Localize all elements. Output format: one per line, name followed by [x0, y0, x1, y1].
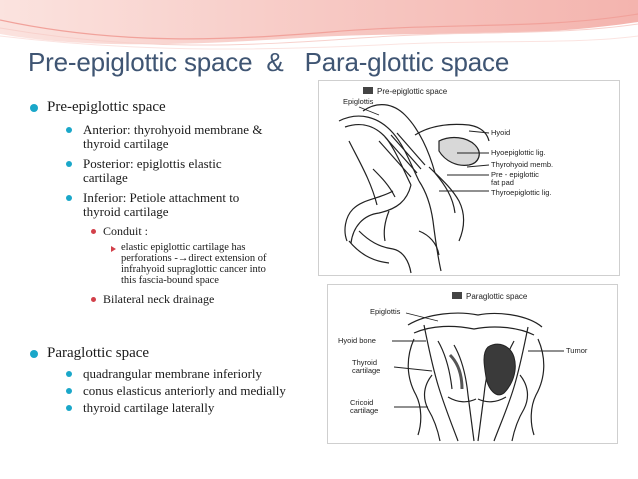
bottom-caption: Paraglottic space: [466, 292, 528, 301]
anterior-line-1: Anterior: thyrohyoid membrane &: [83, 122, 263, 137]
leader-lines: [358, 106, 490, 192]
bullet-icon: [30, 104, 38, 112]
top-caption: Pre-epiglottic space: [377, 87, 448, 96]
posterior-line-1: Posterior: epiglottis elastic: [83, 156, 222, 171]
slide-title: Pre-epiglottic space & Para-glottic spac…: [28, 47, 510, 77]
label-hyoid: Hyoid: [491, 128, 510, 137]
bullet-icon: [66, 161, 72, 167]
anterior-line-2: thyroid cartilage: [83, 136, 169, 151]
bullet-icon: [91, 297, 96, 302]
paraglottic-heading: Paraglottic space: [47, 345, 150, 361]
bullet-icon: [66, 195, 72, 201]
tumor-region-icon: [483, 343, 516, 396]
bottom-figure-labels: Epiglottis Hyoid bone Tumor Thyroid cart…: [338, 307, 588, 415]
conduit-detail-1: elastic epiglottic cartilage has: [121, 242, 246, 253]
bullet-icon: [66, 388, 72, 394]
label-thyroid-2: cartilage: [352, 366, 380, 375]
paraglottic-item-3: thyroid cartilage laterally: [83, 400, 215, 415]
paraglottic-figure: Paraglottic space Epiglott: [327, 284, 618, 444]
pre-epiglottic-figure: Pre-epiglottic space: [318, 80, 620, 276]
label-thyroid-1: Thyroid: [352, 358, 377, 367]
bullet-icon: [91, 229, 96, 234]
label-hyoid-bone: Hyoid bone: [338, 336, 376, 345]
label-epiglottis: Epiglottis: [343, 97, 374, 106]
bullet-list: Pre-epiglottic space Anterior: thyrohyoi…: [30, 99, 286, 415]
conduit-detail-3: infrahyoid supraglottic cancer into: [121, 264, 266, 275]
label-fat-pad-1: Pre - epiglottic: [491, 170, 539, 179]
pre-epiglottic-heading: Pre-epiglottic space: [47, 99, 166, 115]
conduit-label: Conduit :: [103, 224, 149, 238]
label-thyrohyoid: Thyrohyoid memb.: [491, 160, 553, 169]
inferior-line-2: thyroid cartilage: [83, 204, 169, 219]
larynx-sagittal-drawing: [338, 104, 490, 274]
header-banner: [0, 0, 638, 50]
label-fat-pad-2: fat pad: [491, 178, 514, 187]
paraglottic-item-1: quadrangular membrane inferiorly: [83, 366, 263, 381]
label-epiglottis: Epiglottis: [370, 307, 401, 316]
arrow-bullet-icon: [111, 246, 116, 252]
conduit-detail-4: this fascia-bound space: [121, 275, 219, 286]
paraglottic-diagram: Paraglottic space Epiglott: [338, 292, 588, 442]
posterior-line-2: cartilage: [83, 170, 128, 185]
label-thyroepiglottic: Thyroepiglottic lig.: [491, 188, 551, 197]
caption-marker-icon: [452, 292, 462, 299]
larynx-coronal-drawing: [407, 312, 545, 442]
bullet-icon: [66, 405, 72, 411]
paraglottic-shading: [448, 353, 464, 390]
bullet-icon: [30, 350, 38, 358]
paraglottic-item-2: conus elasticus anteriorly and medially: [83, 383, 286, 398]
conduit-detail-2: perforations -→direct extension of: [121, 253, 267, 264]
bullet-icon: [66, 371, 72, 377]
label-cricoid-2: cartilage: [350, 406, 378, 415]
leader-lines: [392, 312, 564, 408]
label-tumor: Tumor: [566, 346, 588, 355]
top-figure-labels: Epiglottis Hyoid Hyoepiglottic lig. Thyr…: [343, 97, 553, 197]
label-cricoid-1: Cricoid: [350, 398, 373, 407]
inferior-line-1: Inferior: Petiole attachment to: [83, 190, 240, 205]
label-hyoepiglottic: Hyoepiglottic lig.: [491, 148, 546, 157]
pre-epiglottic-diagram: Pre-epiglottic space: [338, 87, 553, 274]
caption-marker-icon: [363, 87, 373, 94]
bullet-icon: [66, 127, 72, 133]
drainage-text: Bilateral neck drainage: [103, 292, 215, 306]
